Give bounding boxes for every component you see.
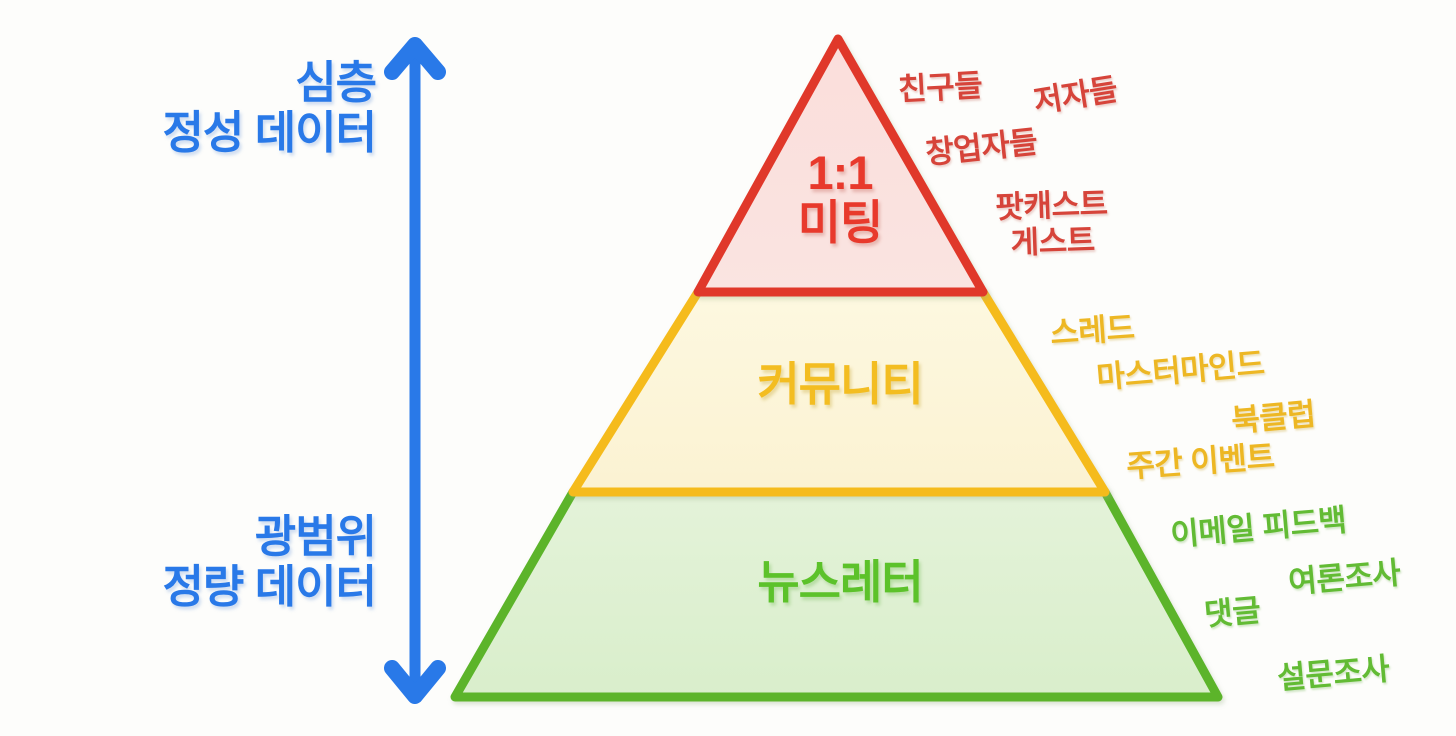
- tag-comments: 댓글: [1202, 592, 1262, 633]
- tier-title-newsletter: 뉴스레터: [757, 556, 923, 608]
- arrow-up-icon: [384, 37, 446, 80]
- tag-podcast-guests: 팟캐스트 게스트: [994, 186, 1109, 261]
- axis-label-quantitative: 광범위 정량 데이터: [162, 511, 377, 613]
- tag-threads: 스레드: [1049, 310, 1136, 351]
- tag-friends: 친구들: [897, 67, 984, 108]
- axis-label-qualitative: 심층 정성 데이터: [162, 57, 377, 159]
- arrow-down-icon: [384, 660, 446, 704]
- pyramid-tier-one-on-one[interactable]: [693, 34, 988, 297]
- depth-axis-arrow: [384, 37, 446, 704]
- tier-title-one-on-one: 1:1 미팅: [797, 146, 883, 249]
- tier-title-community: 커뮤니티: [757, 358, 923, 410]
